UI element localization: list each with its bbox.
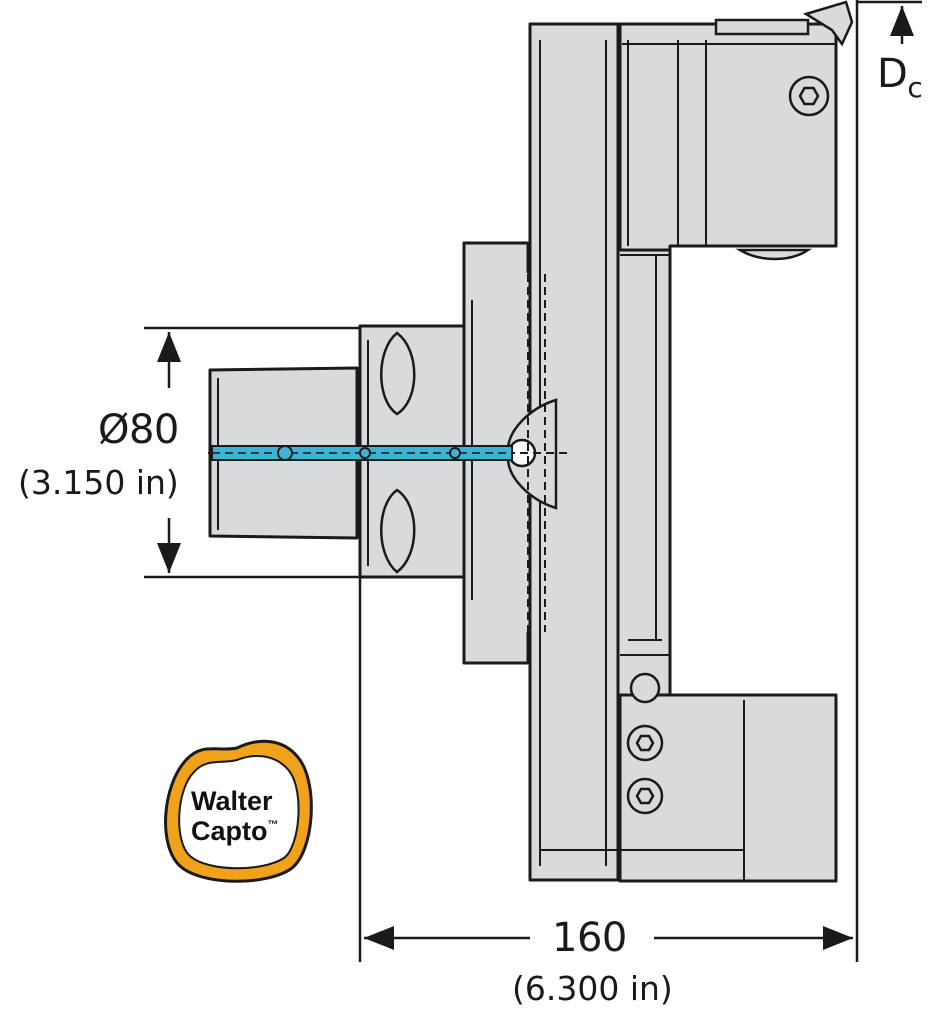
length-value: 160 <box>552 915 627 961</box>
dc-subscript: c <box>907 71 923 104</box>
upper-holder <box>618 22 838 252</box>
length-imperial: (6.300 in) <box>512 969 673 1008</box>
logo-capto: Capto <box>191 816 268 846</box>
logo-line-2: Capto™ <box>191 818 279 845</box>
diameter-imperial: (3.150 in) <box>18 463 179 502</box>
diameter-value: Ø80 <box>98 407 179 453</box>
cutting-diameter-symbol: Dc <box>877 51 923 102</box>
logo-line-1: Walter <box>191 786 273 816</box>
logo-trademark: ™ <box>267 819 279 831</box>
dc-symbol: D <box>877 51 908 97</box>
